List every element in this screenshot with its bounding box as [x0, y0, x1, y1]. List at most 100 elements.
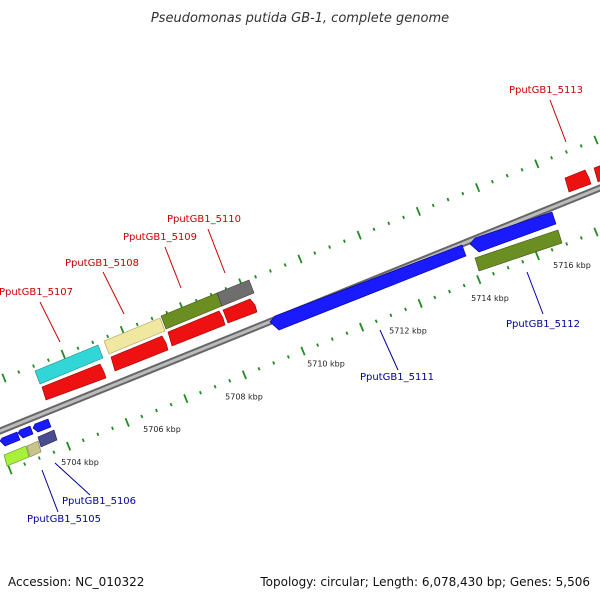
tick-mark: [17, 370, 21, 374]
tick-label-5706: 5706 kbp: [143, 425, 181, 434]
tick-mark: [431, 203, 435, 208]
gene-arrow-5109: [167, 310, 226, 347]
gene-arrow-5110: [222, 298, 258, 324]
tick-mark: [345, 331, 349, 335]
tick-mark: [579, 144, 583, 148]
tick-mark: [32, 364, 36, 368]
tick-mark: [579, 236, 583, 240]
gene-arrow-5105a: [0, 431, 21, 447]
gene-label-5110: PputGB1_5110: [167, 214, 241, 225]
gene-labels: PputGB1_5105 PputGB1_5106 PputGB1_5107 P…: [0, 85, 583, 525]
gene-arrow-5113: [564, 169, 592, 193]
tick-mark: [23, 462, 27, 466]
gene-label-5112: PputGB1_5112: [506, 319, 580, 330]
tick-mark: [490, 179, 494, 184]
tick-mark: [404, 307, 408, 312]
tick-mark: [272, 361, 276, 365]
gene-block-lime: [3, 445, 30, 467]
tick-mark: [564, 150, 568, 154]
tick-mark: [297, 254, 303, 264]
tick-mark: [593, 227, 599, 237]
tick-mark: [593, 135, 599, 145]
gene-arrow-5112: [469, 211, 557, 253]
tick-mark: [374, 319, 378, 324]
gene-label-5111: PputGB1_5111: [360, 372, 434, 383]
tick-mark: [183, 394, 189, 404]
tick-mark: [505, 173, 509, 178]
tick-mark: [60, 349, 66, 359]
tick-mark: [328, 245, 332, 249]
tick-mark: [316, 343, 320, 347]
tick-mark: [91, 340, 95, 345]
tick-mark: [155, 408, 158, 413]
gene-label-5113: PputGB1_5113: [509, 85, 583, 96]
gene-arrow-5105c: [32, 418, 52, 433]
gene-label-5105: PputGB1_5105: [27, 514, 101, 525]
tick-mark: [111, 426, 115, 431]
tick-mark: [565, 242, 569, 246]
tick-mark: [198, 390, 202, 395]
tick-mark: [446, 197, 450, 202]
features: [0, 165, 600, 467]
gene-block-5112: [474, 229, 563, 272]
gene-block-5110: [216, 279, 255, 307]
gene-label-5107: PputGB1_5107: [0, 287, 73, 298]
tick-mark: [550, 248, 554, 252]
tick-mark: [491, 271, 495, 276]
tick-mark: [66, 441, 72, 451]
gene-block-5106: [37, 429, 58, 448]
tick-mark: [330, 337, 334, 341]
gene-block-tan: [26, 440, 42, 458]
tick-mark: [359, 322, 365, 332]
tick-mark: [550, 156, 554, 160]
genome-summary-text: Topology: circular; Length: 6,078,430 bp…: [259, 575, 590, 589]
tick-mark: [313, 251, 317, 255]
tick-mark: [241, 370, 247, 380]
tick-label-5710: 5710 kbp: [307, 360, 345, 369]
tick-mark: [228, 378, 232, 383]
tick-mark: [52, 450, 56, 454]
tick-mark: [534, 159, 540, 169]
tick-mark: [213, 384, 217, 389]
tick-mark: [521, 259, 525, 264]
tick-mark: [356, 230, 362, 240]
tick-mark: [534, 251, 540, 261]
tick-mark: [286, 355, 290, 359]
tick-mark: [372, 227, 376, 232]
tick-mark: [389, 313, 393, 318]
gene-block-5107: [34, 344, 104, 385]
label-leaders: [39, 99, 567, 513]
tick-mark: [96, 432, 100, 437]
tick-mark: [300, 346, 306, 356]
tick-mark: [257, 367, 261, 371]
gene-arrow-5111: [269, 244, 467, 331]
gene-arrow-5108: [110, 335, 169, 372]
tick-mark: [342, 239, 346, 243]
tick-mark: [268, 269, 272, 273]
tick-mark: [7, 465, 13, 475]
tick-mark: [506, 265, 510, 270]
gene-label-5109: PputGB1_5109: [123, 232, 197, 243]
map-title: Pseudomonas putida GB-1, complete genome: [151, 11, 449, 26]
tick-mark: [81, 438, 85, 443]
gene-arrow-5105b: [17, 425, 34, 439]
tick-label-5712: 5712 kbp: [389, 327, 427, 336]
tick-label-5716: 5716 kbp: [553, 261, 591, 270]
tick-mark: [402, 215, 406, 220]
tick-mark: [1, 373, 7, 383]
gene-arrow-5107: [41, 363, 107, 401]
tick-mark: [150, 316, 154, 321]
tick-mark: [254, 275, 258, 279]
tick-mark: [37, 456, 41, 460]
tick-mark: [283, 263, 287, 267]
tick-mark: [475, 183, 481, 193]
tick-mark: [169, 402, 173, 407]
accession-text: Accession: NC_010322: [8, 575, 144, 589]
gene-label-5106: PputGB1_5106: [62, 496, 136, 507]
tick-label-5704: 5704 kbp: [61, 458, 99, 467]
gene-arrow-5113b: [593, 165, 600, 183]
tick-mark: [417, 298, 423, 308]
tick-mark: [124, 417, 130, 427]
